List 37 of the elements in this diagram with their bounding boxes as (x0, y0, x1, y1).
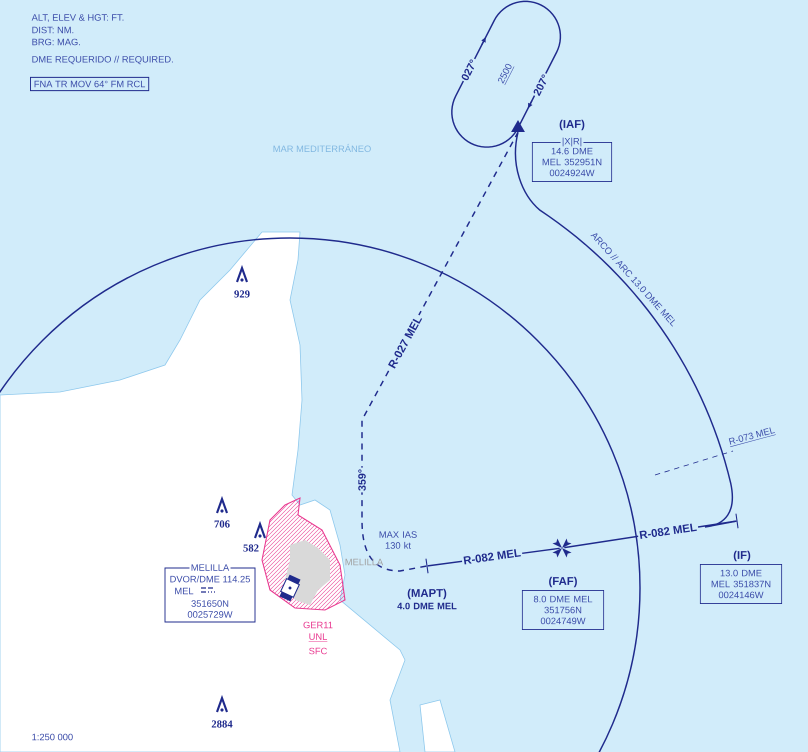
route-label: R-082 MEL (461, 546, 523, 566)
obstacle-elevation: 929 (234, 290, 250, 298)
course-label: 359° (356, 468, 368, 492)
obstacle-elevation: 706 (214, 520, 230, 528)
obstacle-elevation: 582 (243, 544, 259, 552)
chart-note: ALT, ELEV & HGT: FT. (32, 14, 124, 22)
fix-tick-mark (735, 514, 739, 528)
fix-name: (IF) (734, 550, 750, 562)
course-label: 027° (458, 56, 480, 84)
fix-data-box: 8.0 DME MEL 351756N 0024749W (522, 590, 604, 630)
chart-note: BRG: MAG. (32, 38, 80, 46)
route-line (514, 132, 736, 528)
scale-label: 1:250 000 (32, 734, 73, 740)
instruction-box: FNA TR MOV 64° FM RCL (30, 76, 150, 92)
navaid-identifier: |X|R| (560, 136, 584, 148)
navaid-box: MELILLA DVOR/DME 114.25 MEL 351650N 0025729W (164, 562, 256, 622)
fix-distance: 4.0 DME MEL (397, 602, 457, 610)
fix-data-box: 13.0 DME MEL 351837N 0024146W (700, 564, 782, 604)
route-label: R-082 MEL (637, 521, 699, 541)
radial-label: R-073 MEL (728, 427, 776, 448)
fix-name: (IAF) (560, 120, 584, 130)
fix-name: (MAPT) (408, 588, 446, 600)
airspace-label: SFC (309, 648, 327, 654)
fix-star-symbol (552, 538, 572, 558)
fix-triangle-symbol (511, 120, 525, 132)
airspace-label: UNL (308, 633, 328, 642)
fix-tick-mark (425, 558, 429, 574)
chart-note: DME REQUERIDO // REQUIRED. (32, 56, 173, 64)
chart-note: DIST: NM. (32, 26, 74, 34)
city-name: MELILLA (346, 558, 384, 566)
course-label: 207° (530, 72, 552, 98)
airspace-label: GER11 (304, 622, 332, 628)
altitude-label: 2500 (498, 64, 514, 86)
speed-limit-note: MAX IAS 130 kt (380, 531, 417, 549)
fix-name: (FAF) (549, 576, 577, 588)
obstacle-elevation: 2884 (212, 720, 232, 728)
sea-name: MAR MEDITERRÁNEO (274, 144, 371, 152)
